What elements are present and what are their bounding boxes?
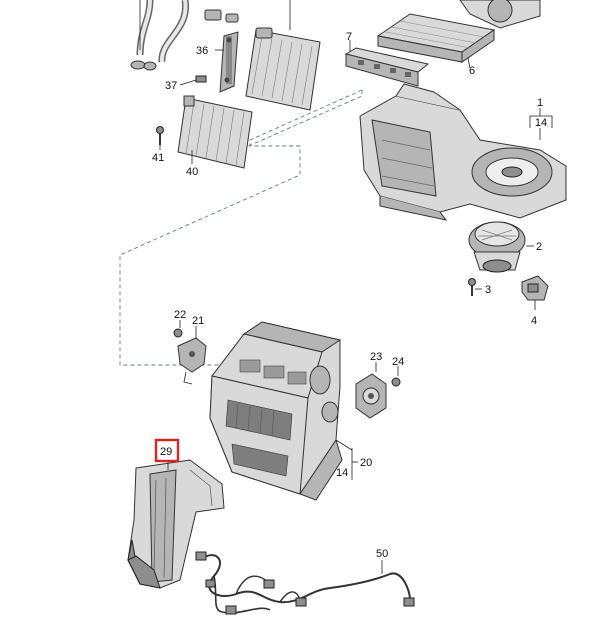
label-6: 6: [469, 65, 475, 77]
label-4: 4: [531, 315, 537, 327]
upper-housing-fragment: [459, 0, 541, 29]
assembly-guide-lines: [119, 89, 363, 366]
part-20-hvac-housing: [209, 321, 343, 501]
part-6-cabin-filter: [376, 13, 496, 69]
label-14-lower: 14: [336, 467, 348, 479]
label-3: 3: [485, 284, 491, 296]
label-22: 22: [174, 309, 186, 321]
heater-core-upper: [245, 27, 321, 111]
label-37: 37: [165, 80, 177, 92]
part-1-leader: [529, 108, 553, 140]
part-40-evaporator: [177, 95, 253, 169]
label-23: 23: [370, 351, 382, 363]
part-36-pipe-bracket: [215, 31, 239, 93]
label-40: 40: [186, 166, 198, 178]
label-41: 41: [152, 152, 164, 164]
label-20: 20: [360, 457, 372, 469]
part-24-screw: [391, 366, 401, 387]
part-37-screw: [179, 75, 207, 86]
label-29: 29: [160, 446, 172, 458]
part-21-actuator: [177, 326, 207, 385]
part-7-cover-strip: [344, 40, 430, 87]
part-3-screw: [468, 278, 482, 296]
label-50: 50: [376, 548, 388, 560]
part-41-screw: [156, 126, 164, 150]
callout-labels: 1 14 2 3 4 6 7 36 37 40 41 22 21 23 24 2…: [152, 31, 547, 560]
part-50-wiring-harness: [195, 551, 415, 615]
highlight-box: [154, 438, 180, 463]
label-21: 21: [192, 315, 204, 327]
label-7: 7: [346, 31, 352, 43]
part-20-14-leader: [335, 439, 358, 480]
part-22-screw: [173, 320, 183, 338]
label-2: 2: [536, 241, 542, 253]
part-23-actuator: [355, 362, 387, 419]
coolant-pipes: [130, 0, 291, 71]
label-14-upper: 14: [535, 117, 547, 129]
part-29-air-duct: [127, 459, 225, 589]
part-1-blower-housing: [359, 83, 567, 221]
label-36: 36: [196, 45, 208, 57]
part-2-blower-motor: [468, 221, 534, 273]
part-4-resistor-module: [521, 275, 549, 310]
label-24: 24: [392, 356, 404, 368]
label-1: 1: [537, 97, 543, 109]
